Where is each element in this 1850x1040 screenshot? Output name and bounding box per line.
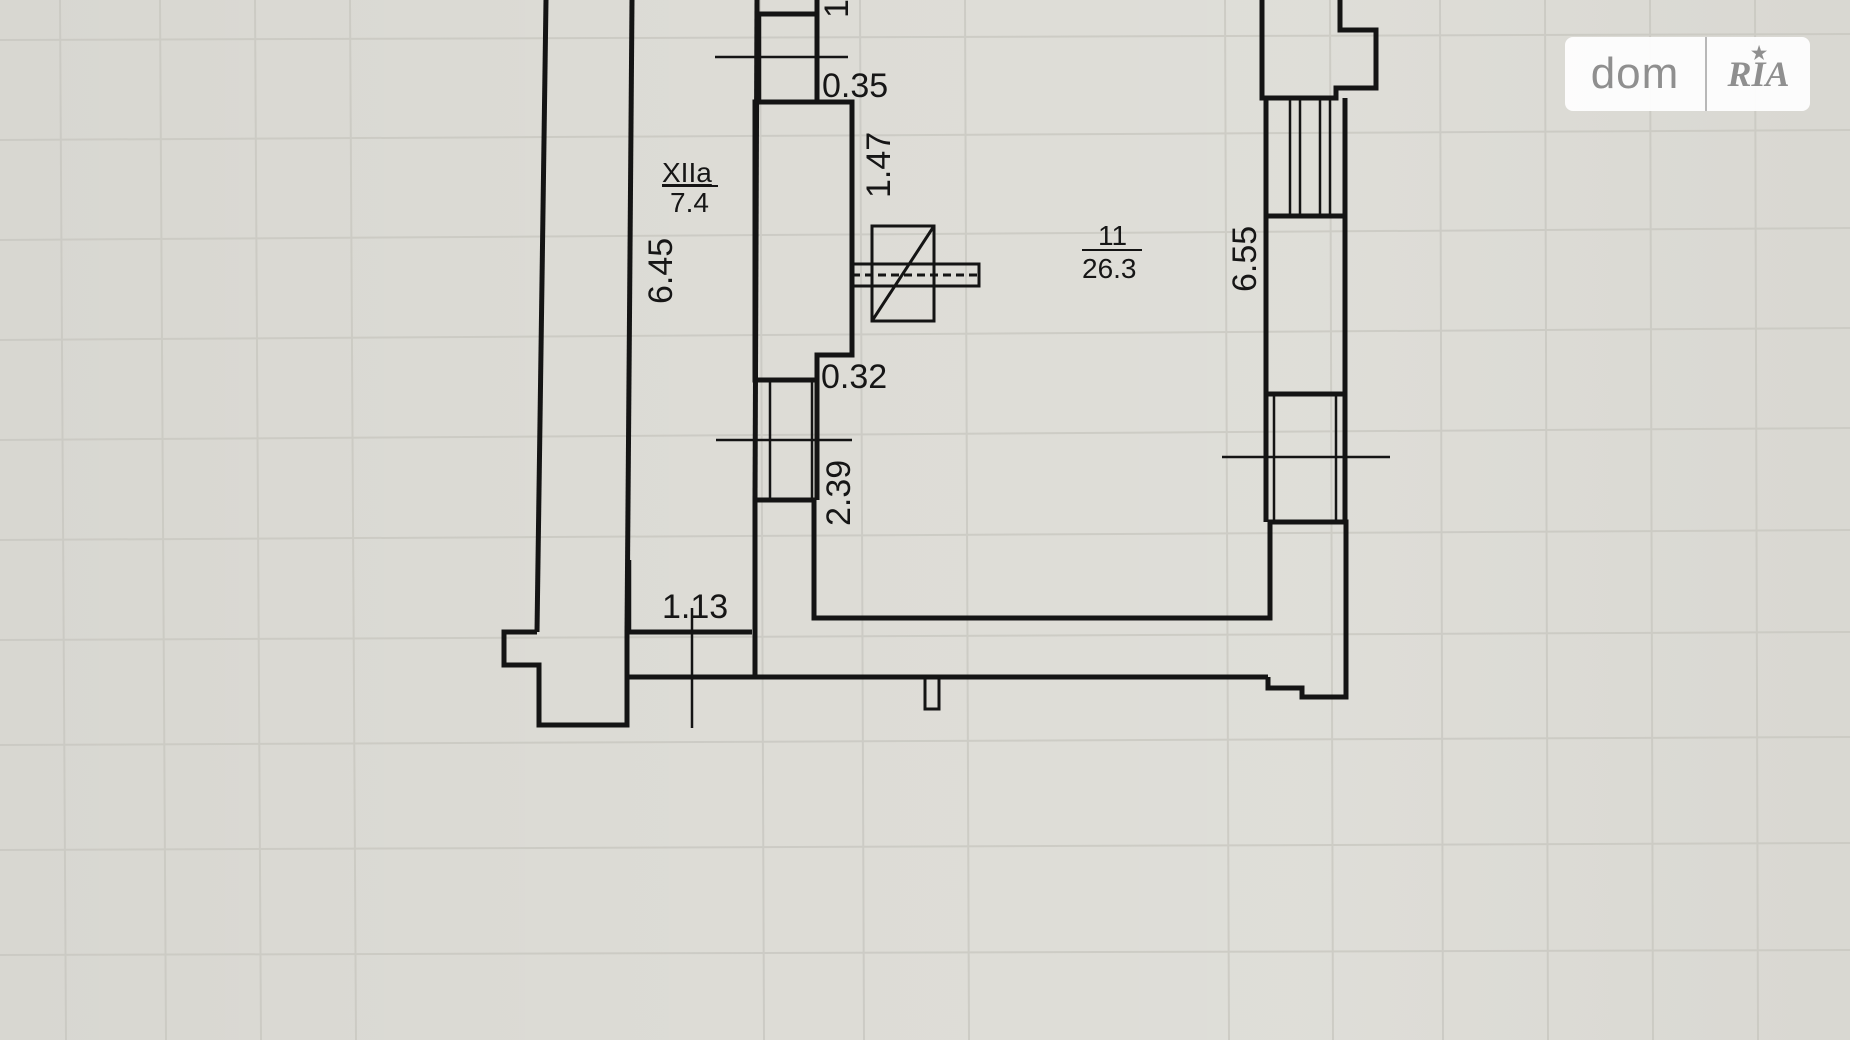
top-stub [754, 0, 820, 17]
room-11-area: 26.3 [1082, 253, 1137, 284]
watermark-separator [1705, 37, 1707, 111]
room-xiia-number: XIIa [662, 157, 712, 188]
watermark-star-icon: ★ [1751, 43, 1768, 63]
middle-column [752, 99, 855, 383]
watermark-dom: dom [1590, 49, 1680, 98]
dim-2-39: 2.39 [820, 460, 858, 526]
watermark-ria-text: RIA [1727, 54, 1790, 94]
dimension-ticks [630, 55, 1390, 728]
dim-1-47: 1.47 [860, 132, 898, 198]
window-lines [628, 14, 1338, 632]
dim-6-45: 6.45 [642, 238, 680, 304]
room-xiia-area: 7.4 [670, 187, 709, 218]
lower-middle-block [752, 497, 1349, 700]
room-11-number: 11 [1098, 220, 1127, 251]
dim-0-32: 0.32 [821, 358, 887, 396]
left-wall-inner [624, 0, 635, 633]
right-wall-top [1259, 0, 1379, 101]
door-stub [923, 675, 941, 711]
watermark-logo: dom ★ RIA [1565, 37, 1810, 111]
dim-6-55: 6.55 [1226, 226, 1264, 292]
right-window-block [1263, 213, 1348, 397]
dim-0-35: 0.35 [822, 67, 888, 105]
dim-1-13: 1.13 [662, 588, 728, 626]
dim-top-cut: 1 [818, 0, 856, 18]
watermark-ria: ★ RIA [1707, 37, 1810, 111]
heater-symbol [850, 224, 981, 323]
left-wall-foot [501, 629, 630, 728]
plan-walls [501, 0, 1379, 728]
left-wall-outer [534, 0, 549, 633]
